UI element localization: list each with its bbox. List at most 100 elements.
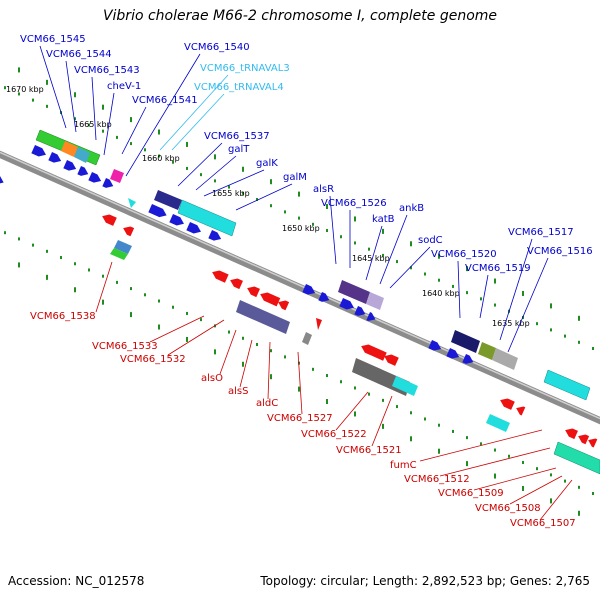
tick-dot — [74, 117, 76, 121]
tick-dot — [46, 104, 48, 108]
tick-dot — [74, 92, 76, 98]
tick-dot — [452, 284, 454, 288]
tick-dot — [564, 479, 566, 483]
accession-text: Accession: NC_012578 — [8, 574, 145, 588]
label-leader-line — [419, 429, 543, 462]
forward-gene-arrow — [88, 172, 102, 183]
tick-dot — [158, 154, 160, 158]
tick-dot — [102, 129, 104, 133]
tick-dot — [88, 268, 90, 272]
reverse-gene-arrow — [500, 398, 515, 410]
label-leader-line — [457, 260, 461, 319]
reverse-gene-arrow — [260, 292, 281, 307]
gene-label: galT — [228, 144, 250, 155]
tick-dot — [284, 210, 286, 214]
reverse-gene-arrow — [212, 270, 229, 283]
tick-dot — [592, 347, 594, 351]
tick-dot — [270, 349, 272, 353]
tick-dot — [494, 473, 496, 479]
label-leader-line — [103, 92, 115, 156]
gene-label: galM — [283, 172, 307, 183]
tick-dot — [592, 492, 594, 496]
tick-dot — [508, 454, 510, 458]
tick-dot — [326, 229, 328, 233]
tick-dot — [102, 274, 104, 278]
gene-label: sodC — [418, 235, 443, 246]
tick-dot — [46, 274, 48, 280]
tick-dot — [326, 374, 328, 378]
gene-label: VCM66_1537 — [204, 131, 270, 142]
tick-dot — [550, 473, 552, 477]
label-leader-line — [149, 315, 205, 343]
tick-dot — [354, 411, 356, 417]
tick-dot — [130, 142, 132, 146]
gene-label: fumC — [390, 460, 417, 471]
forward-gene-arrow — [428, 340, 442, 351]
gene-label: VCM66_1543 — [74, 65, 140, 76]
gene-block-rev-cyan-2 — [486, 414, 510, 432]
tick-dot — [256, 342, 258, 346]
tick-dot — [270, 204, 272, 208]
tick-dot — [88, 123, 90, 127]
tick-dot — [382, 228, 384, 234]
gene-block-lavender — [366, 292, 384, 310]
tick-dot — [494, 448, 496, 452]
label-leader-line — [509, 475, 563, 505]
tick-dot — [396, 260, 398, 264]
tick-dot — [130, 287, 132, 291]
tick-dot — [522, 290, 524, 296]
tick-dot — [494, 303, 496, 307]
forward-gene-arrow — [148, 204, 167, 218]
tick-dot — [382, 253, 384, 257]
chromosome-backbone — [0, 150, 600, 425]
tick-dot — [480, 442, 482, 446]
label-leader-line — [297, 351, 303, 415]
tick-dot — [116, 135, 118, 139]
label-leader-line — [121, 106, 147, 155]
label-leader-line — [65, 60, 77, 133]
forward-label-leaders — [39, 45, 549, 353]
tick-dot — [32, 243, 34, 247]
reverse-gene-arrow — [516, 406, 526, 416]
tick-dot — [298, 386, 300, 392]
tick-dot — [438, 423, 440, 427]
tick-dot — [256, 197, 258, 201]
tick-dot — [242, 336, 244, 340]
label-leader-line — [371, 395, 393, 447]
gene-label: VCM66_1544 — [46, 49, 112, 60]
tick-dot — [550, 328, 552, 332]
gene-label: galK — [256, 158, 278, 169]
reverse-gene-arrow — [578, 434, 590, 445]
tick-dot — [312, 222, 314, 226]
scale-tick-label: 1655 kbp — [212, 189, 250, 198]
tick-dot — [522, 485, 524, 491]
label-leader-line — [91, 76, 97, 141]
tick-dot — [550, 303, 552, 309]
tick-dot — [200, 318, 202, 322]
reverse-gene-arrow — [247, 286, 260, 298]
label-leader-line — [389, 246, 431, 289]
label-leader-line — [379, 214, 408, 285]
label-leader-line — [167, 319, 225, 356]
tick-dot — [578, 315, 580, 321]
forward-gene-arrow — [186, 222, 201, 234]
gene-block-navy — [154, 190, 182, 210]
gene-label: katB — [372, 214, 395, 225]
gene-label: VCM66_1507 — [510, 518, 576, 529]
tick-dot — [18, 262, 20, 268]
gene-block-grey — [492, 348, 518, 370]
forward-gene-arrow — [366, 312, 376, 322]
gene-block-teal-small — [74, 147, 90, 163]
forward-gene-arrow — [354, 306, 366, 316]
rna-label: VCM66_tRNAVAL3 — [200, 63, 290, 74]
label-leader-line — [365, 225, 383, 281]
tick-dot — [578, 485, 580, 489]
forward-gene-arrow — [77, 166, 89, 176]
forward-gene-arrow — [31, 145, 46, 157]
label-leader-line — [329, 195, 337, 265]
tick-dot — [116, 280, 118, 284]
tick-dot — [494, 278, 496, 284]
gene-label: VCM66_1527 — [267, 413, 333, 424]
forward-gene-arrow — [446, 348, 460, 359]
